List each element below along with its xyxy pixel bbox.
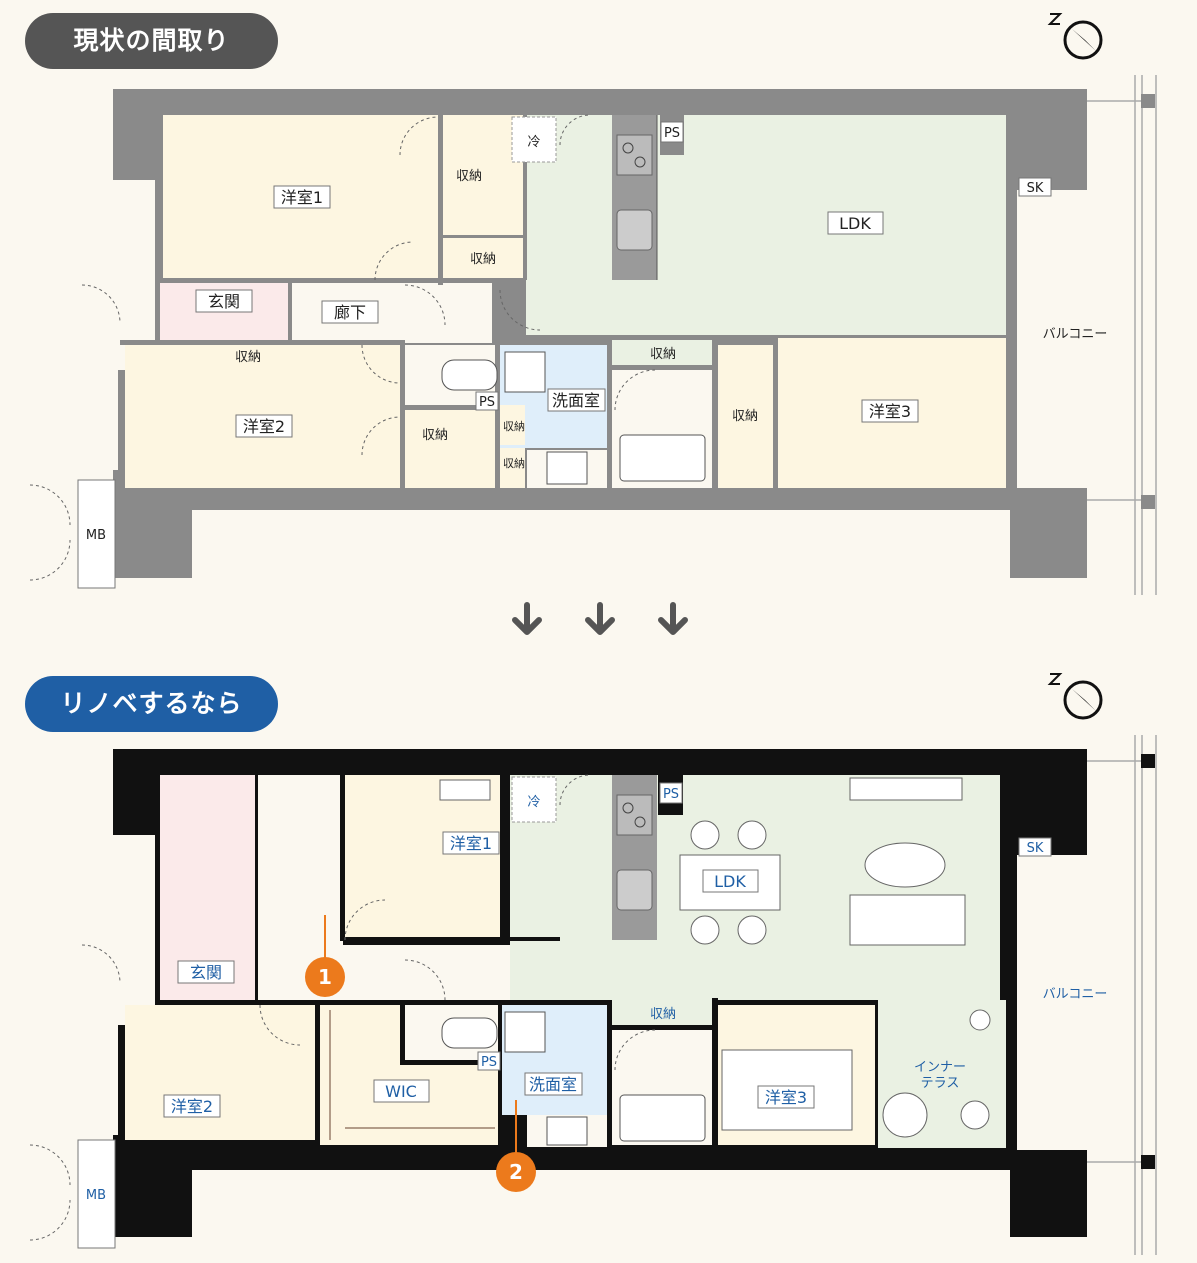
kitchen-counter — [612, 115, 658, 280]
label-youshitsu2: 洋室2 — [243, 417, 285, 436]
door-swings — [29, 114, 656, 581]
sofa-icon — [849, 894, 966, 946]
before-title: 現状の間取り — [25, 13, 278, 69]
room-shuno-ldk — [612, 340, 712, 368]
desk-icon — [439, 779, 491, 801]
label-youshitsu3: 洋室3 — [765, 1088, 807, 1107]
label-shuno-mid: 収納 — [470, 252, 496, 267]
label-shuno-ldk: 収納 — [650, 347, 676, 362]
round-table-icon — [882, 1092, 928, 1138]
furniture — [439, 777, 991, 1138]
balcony-rail — [1087, 735, 1157, 1255]
label-sk: SK — [1027, 181, 1044, 196]
bathtub-icon — [619, 434, 706, 482]
down-arrow-icon — [585, 602, 615, 635]
label-shuno-ldk: 収納 — [650, 1007, 676, 1022]
north-compass-icon — [1047, 673, 1103, 720]
label-rei: 冷 — [527, 135, 540, 150]
coffee-table-icon — [864, 842, 946, 888]
room-shuno-s2 — [500, 448, 525, 488]
plant-icon — [969, 1009, 991, 1031]
washing-machine-icon — [504, 1011, 546, 1053]
label-shuno-room3: 収納 — [732, 409, 758, 424]
room-shuno-s1 — [500, 405, 525, 445]
label-senmen: 洗面室 — [529, 1075, 577, 1094]
balcony-rail — [1087, 75, 1157, 595]
wic-hanger-rails — [329, 1010, 495, 1140]
label-ldk: LDK — [714, 872, 746, 891]
label-shuno-top: 収納 — [456, 169, 482, 184]
transition-arrows — [512, 602, 688, 635]
label-ps-kitchen: PS — [664, 126, 680, 141]
room-shuno-mid — [443, 238, 523, 278]
north-compass-icon — [1047, 13, 1103, 60]
toilet-icon — [441, 1017, 498, 1049]
label-ps-wc: PS — [479, 395, 495, 410]
label-rei: 冷 — [527, 795, 540, 810]
label-shuno-s2: 収納 — [503, 457, 525, 470]
before-floor-plan: 洋室1 収納 収納 冷 PS LDK SK 玄関 収納 廊下 洋室2 収納 PS… — [29, 13, 1157, 595]
room-ldk — [526, 115, 1006, 335]
label-inner-terrace-line1: インナー — [914, 1060, 966, 1075]
marker-1: 1 — [305, 957, 345, 997]
kitchen-counter — [612, 775, 657, 940]
room-shuno-hall — [405, 410, 495, 488]
label-ps-wc: PS — [481, 1055, 497, 1070]
bed-icon — [721, 1049, 853, 1131]
label-wic: WIC — [385, 1082, 417, 1101]
svg-text:1: 1 — [318, 965, 332, 989]
after-title: リノベするなら — [25, 676, 278, 732]
sink-icon — [546, 1116, 588, 1146]
room-youshitsu2 — [125, 1005, 315, 1140]
tv-board-icon — [849, 777, 963, 801]
label-ldk: LDK — [839, 214, 871, 233]
label-senmen: 洗面室 — [552, 391, 600, 410]
room-shuno-room3 — [718, 345, 773, 488]
label-mb: MB — [86, 528, 106, 543]
marker-2: 2 — [496, 1152, 536, 1192]
label-shuno-hall: 収納 — [422, 428, 448, 443]
plant-icon — [960, 1100, 990, 1130]
down-arrow-icon — [658, 602, 688, 635]
label-balcony: バルコニー — [1043, 987, 1108, 1002]
bathtub-icon — [619, 1094, 706, 1142]
svg-text:2: 2 — [509, 1160, 523, 1184]
label-sk: SK — [1027, 841, 1044, 856]
label-shuno-s1: 収納 — [503, 420, 525, 433]
washing-machine-icon — [504, 351, 546, 393]
label-youshitsu1: 洋室1 — [281, 188, 323, 207]
label-youshitsu3: 洋室3 — [869, 402, 911, 421]
fridge-space — [511, 776, 557, 823]
label-shuno-genkan: 収納 — [235, 350, 261, 365]
label-youshitsu1: 洋室1 — [450, 834, 492, 853]
label-ps-kitchen: PS — [663, 787, 679, 802]
down-arrow-icon — [512, 602, 542, 635]
label-mb: MB — [86, 1188, 106, 1203]
label-inner-terrace-line2: テラス — [921, 1076, 960, 1091]
after-floor-plan: 冷 PS 洋室1 LDK SK 玄関 バルコニー 収納 洋室2 WIC PS 洗… — [29, 673, 1157, 1255]
label-rouka: 廊下 — [334, 303, 366, 322]
interior-walls — [160, 775, 718, 1145]
room-shuno-ldk — [612, 1000, 712, 1028]
room-shuno-top — [443, 115, 523, 235]
label-genkan: 玄関 — [190, 963, 222, 982]
sink-icon — [546, 451, 588, 485]
label-genkan: 玄関 — [208, 292, 240, 311]
room-youshitsu1 — [345, 775, 500, 940]
fridge-space — [511, 116, 557, 163]
toilet-icon — [441, 359, 498, 391]
door-swings — [29, 774, 656, 1241]
label-youshitsu2: 洋室2 — [171, 1097, 213, 1116]
label-balcony: バルコニー — [1043, 327, 1108, 342]
